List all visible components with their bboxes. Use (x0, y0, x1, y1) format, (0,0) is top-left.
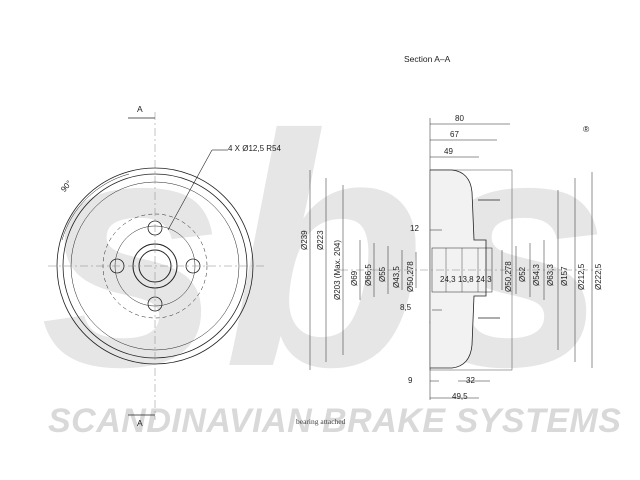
dim-69: Ø69 (350, 270, 359, 286)
section-v-dims-left (309, 170, 417, 370)
dim-49: 49 (444, 147, 453, 156)
dim-54-3: Ø54,3 (532, 264, 541, 286)
dim-9: 9 (408, 376, 413, 385)
dim-52: Ø52 (518, 266, 527, 282)
front-centerlines (48, 112, 265, 420)
dim-49-5: 49,5 (452, 392, 468, 401)
dim-80: 80 (455, 114, 464, 123)
section-marker-bottom: A (137, 418, 143, 428)
dim-157: Ø157 (560, 266, 569, 286)
brand-watermark: SCANDINAVIAN BRAKE SYSTEMS (48, 402, 621, 440)
dim-8-5: 8,5 (400, 303, 412, 312)
hole-callout: 4 X Ø12,5 R54 (228, 144, 281, 153)
section-title: Section A–A (404, 54, 451, 64)
dim-67: 67 (450, 130, 459, 139)
drum-section-outline (430, 169, 487, 369)
hole-leader (167, 149, 213, 231)
dim-32: 32 (466, 376, 475, 385)
dim-43-5: Ø43,5 (392, 266, 401, 288)
section-marker-top: A (137, 104, 143, 114)
dim-55: Ø55 (378, 266, 387, 282)
dim-12: 12 (410, 224, 419, 233)
dim-212-5: Ø212,5 (577, 263, 586, 290)
dim-223: Ø223 (316, 230, 325, 250)
small-label-2: 13,8 (458, 275, 474, 284)
section-markers (128, 117, 155, 416)
dim-66-5: Ø66,5 (364, 264, 373, 286)
dim-63-3: Ø63,3 (546, 264, 555, 286)
note-text: bearing attached (296, 417, 346, 426)
logo-text: sbs (40, 66, 609, 435)
sbs-logo-watermark: sbs ® (40, 66, 609, 435)
small-label-3: 24,3 (476, 275, 492, 284)
small-label-1: 24,3 (440, 275, 456, 284)
dim-203: Ø203 (Max. 204) (333, 240, 342, 300)
registered-mark: ® (583, 124, 590, 134)
dim-239: Ø239 (300, 230, 309, 250)
section-h-dims (429, 118, 510, 400)
dim-222-5: Ø222,5 (594, 263, 603, 290)
section-v-dims-right (501, 172, 593, 368)
angle-arc (61, 173, 130, 241)
dim-50-278-left: Ø50,278 (406, 261, 415, 292)
dim-50-278-right: Ø50,278 (504, 261, 513, 292)
